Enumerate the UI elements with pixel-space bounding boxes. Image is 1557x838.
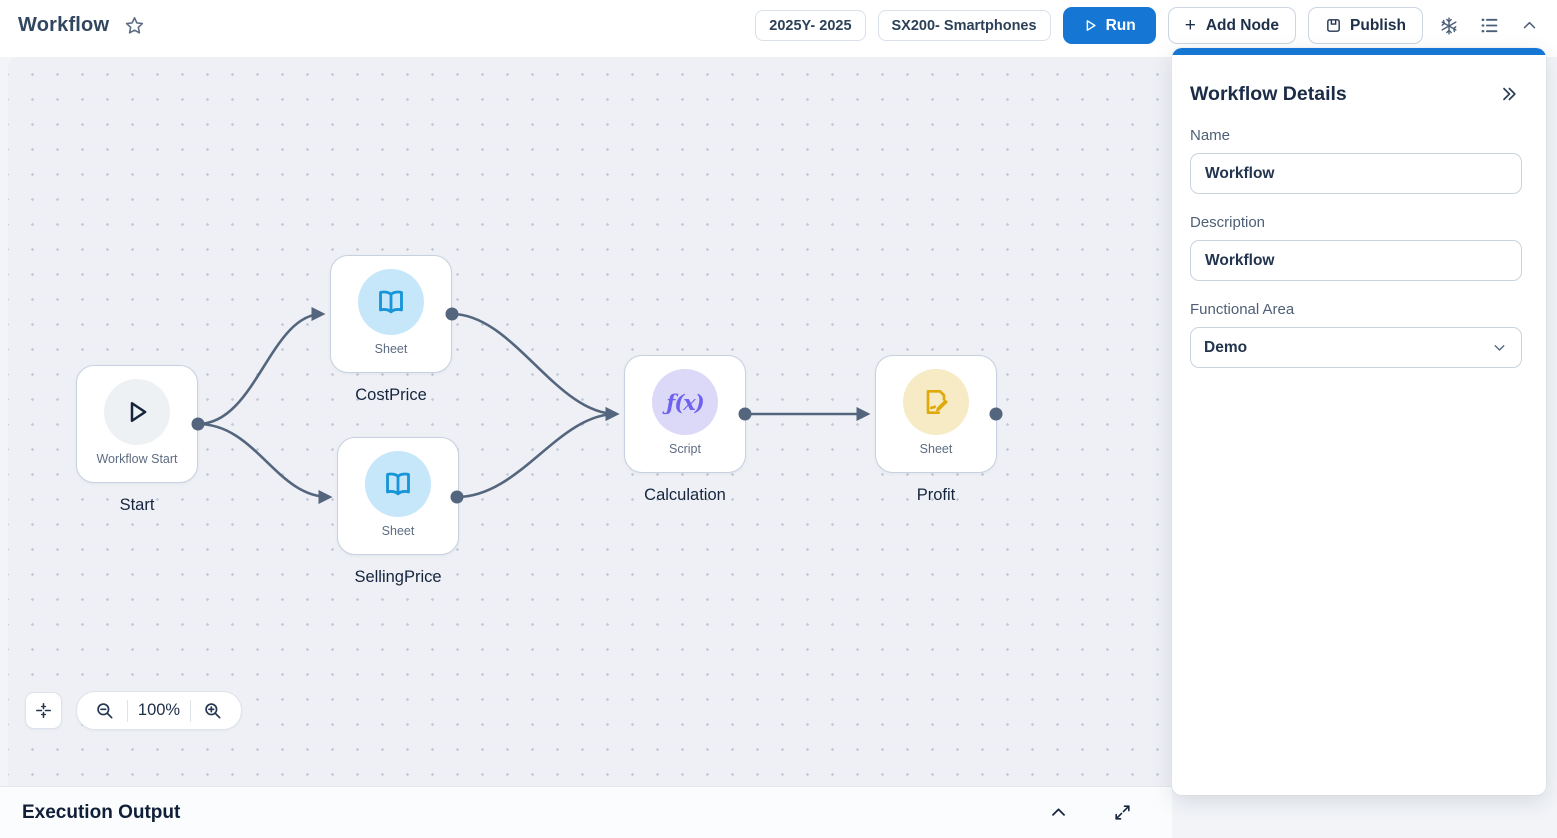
zoom-level: 100% — [137, 701, 181, 719]
divider — [190, 699, 191, 722]
node-type-label: Sheet — [919, 442, 953, 456]
workflow-details-panel: Workflow Details Name Description Functi… — [1172, 48, 1546, 795]
list-icon[interactable] — [1475, 12, 1503, 40]
collapse-header-chevron-up-icon[interactable] — [1515, 12, 1543, 40]
edge-sellingprice-calculation — [456, 406, 620, 499]
fit-view-button[interactable] — [25, 692, 62, 729]
node-name-label: Profit — [916, 486, 956, 504]
zoom-out-button[interactable] — [83, 692, 127, 729]
expand-output-icon[interactable] — [1108, 799, 1136, 827]
doc-edit-icon — [920, 386, 952, 418]
publish-button[interactable]: Publish — [1308, 7, 1423, 44]
node-name-label: SellingPrice — [354, 568, 442, 586]
functional-area-value: Demo — [1204, 338, 1248, 356]
node-sellingprice[interactable]: Sheet — [337, 437, 459, 555]
edge-start-sellingprice — [197, 422, 333, 505]
fit-view-icon — [34, 701, 53, 720]
node-profit[interactable]: Sheet — [875, 355, 997, 473]
play-icon — [1083, 18, 1098, 33]
node-type-label: Workflow Start — [96, 452, 178, 466]
panel-accent-bar — [1172, 48, 1546, 55]
collapse-output-chevron-up-icon[interactable] — [1044, 799, 1072, 827]
node-type-label: Sheet — [381, 524, 415, 538]
fx-icon: ƒ(x) — [666, 389, 704, 415]
favorite-star-icon[interactable] — [123, 15, 145, 37]
run-button[interactable]: Run — [1062, 7, 1156, 44]
snowflake-icon[interactable] — [1435, 12, 1463, 40]
double-chevron-right-icon[interactable] — [1496, 81, 1522, 107]
functional-area-select[interactable]: Demo — [1190, 327, 1522, 368]
node-type-label: Sheet — [374, 342, 408, 356]
badge-year[interactable]: 2025Y- 2025 — [755, 10, 866, 41]
edge-start-costprice — [197, 306, 326, 426]
node-costprice[interactable]: Sheet — [330, 255, 452, 373]
node-calculation[interactable]: ƒ(x) Script — [624, 355, 746, 473]
save-icon — [1325, 17, 1342, 34]
page-title: Workflow — [18, 14, 110, 36]
execution-output-title: Execution Output — [22, 801, 181, 823]
panel-title: Workflow Details — [1190, 82, 1347, 105]
node-start[interactable]: Workflow Start — [76, 365, 198, 483]
add-node-button[interactable]: + Add Node — [1167, 7, 1297, 44]
description-input[interactable] — [1190, 240, 1522, 281]
functional-area-label: Functional Area — [1190, 301, 1295, 318]
workflow-canvas[interactable]: Workflow Start Start Sheet CostPrice — [8, 57, 1170, 786]
execution-output-bar: Execution Output — [0, 786, 1172, 838]
node-name-label: CostPrice — [355, 386, 427, 404]
badge-product[interactable]: SX200- Smartphones — [877, 10, 1051, 41]
book-icon — [374, 285, 408, 319]
name-label: Name — [1190, 127, 1231, 144]
node-type-label: Script — [669, 442, 701, 456]
description-label: Description — [1190, 214, 1266, 231]
zoom-in-button[interactable] — [191, 692, 235, 729]
name-input[interactable] — [1190, 153, 1522, 194]
book-icon — [381, 467, 415, 501]
divider — [127, 699, 128, 722]
play-icon — [122, 397, 152, 427]
edge-costprice-calculation — [451, 312, 620, 422]
plus-icon: + — [1184, 15, 1196, 36]
node-name-label: Calculation — [644, 486, 726, 504]
zoom-controls: 100% — [76, 691, 242, 730]
node-name-label: Start — [119, 496, 155, 514]
app-header: Workflow 2025Y- 2025 SX200- Smartphones … — [0, 0, 1557, 57]
chevron-down-icon — [1491, 339, 1508, 356]
